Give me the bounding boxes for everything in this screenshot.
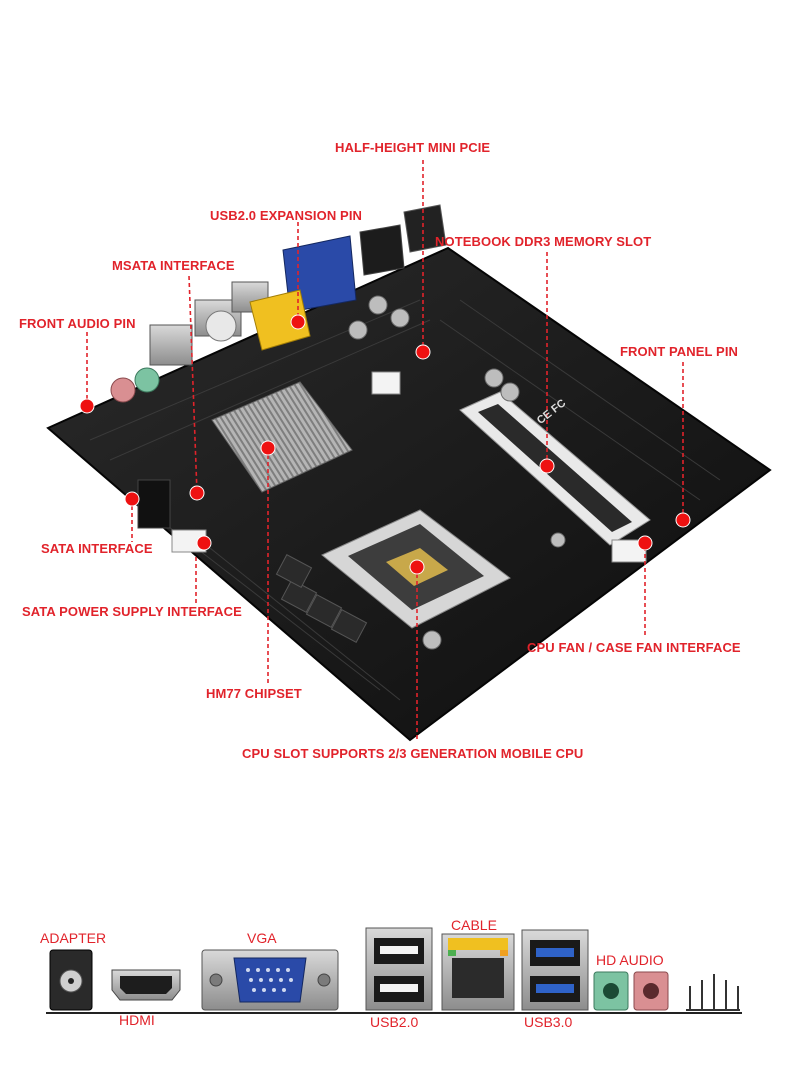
- marker-front-audio: [79, 398, 95, 414]
- label-usb2: USB2.0: [370, 1014, 419, 1030]
- marker-usb2-pin: [290, 314, 306, 330]
- leader-lines: [86, 160, 684, 742]
- capacitors: [348, 295, 566, 650]
- marker-mini-pcie: [415, 344, 431, 360]
- label-usb2-expansion-pin: USB2.0 EXPANSION PIN: [210, 208, 363, 223]
- sata-connector: [137, 479, 171, 529]
- label-adapter: ADAPTER: [40, 930, 107, 946]
- marker-msata: [189, 485, 205, 501]
- label-usb3: USB3.0: [524, 1014, 573, 1030]
- label-notebook-ddr3-memory-slot: NOTEBOOK DDR3 MEMORY SLOT: [435, 234, 652, 249]
- label-half-height-mini-pcie: HALF-HEIGHT MINI PCIE: [335, 140, 491, 155]
- white-header: [371, 371, 401, 395]
- label-cpu-slot: CPU SLOT SUPPORTS 2/3 GENERATION MOBILE …: [242, 746, 584, 761]
- label-vga: VGA: [247, 930, 277, 946]
- rear-io-stack: [110, 204, 447, 403]
- marker-sata: [124, 491, 140, 507]
- marker-dots: [79, 314, 691, 575]
- label-hdmi: HDMI: [119, 1012, 155, 1028]
- rj45-port-icon: [441, 933, 515, 1011]
- pin-header-icon: [686, 974, 740, 1011]
- label-cpu-fan-case-fan-interface: CPU FAN / CASE FAN INTERFACE: [527, 640, 741, 655]
- label-front-audio-pin: FRONT AUDIO PIN: [19, 316, 136, 331]
- fan-connector: [611, 539, 647, 563]
- marker-front-panel: [675, 512, 691, 528]
- chipset-heatsink: [211, 381, 353, 493]
- label-cable: CABLE: [451, 917, 497, 933]
- memory-slot: [459, 391, 651, 546]
- marker-fan: [637, 535, 653, 551]
- vrm-chokes: [275, 554, 368, 643]
- label-sata-power-supply-interface: SATA POWER SUPPLY INTERFACE: [22, 604, 242, 619]
- vga-port-icon: [201, 949, 339, 1011]
- marker-chipset: [260, 440, 276, 456]
- usb2-port-icon: [365, 927, 433, 1011]
- audio-jack-icon: [593, 971, 669, 1011]
- usb3-port-icon: [521, 929, 589, 1011]
- marker-ddr3: [539, 458, 555, 474]
- hdmi-port-icon: [111, 969, 181, 1001]
- marker-sata-power: [196, 535, 212, 551]
- dc-jack-icon: [49, 949, 93, 1011]
- label-hm77-chipset: HM77 CHIPSET: [206, 686, 302, 701]
- marker-cpu: [409, 559, 425, 575]
- label-hd-audio: HD AUDIO: [596, 952, 664, 968]
- label-msata-interface: MSATA INTERFACE: [112, 258, 235, 273]
- label-front-panel-pin: FRONT PANEL PIN: [620, 344, 739, 359]
- label-sata-interface: SATA INTERFACE: [41, 541, 153, 556]
- io-panel: [46, 927, 742, 1014]
